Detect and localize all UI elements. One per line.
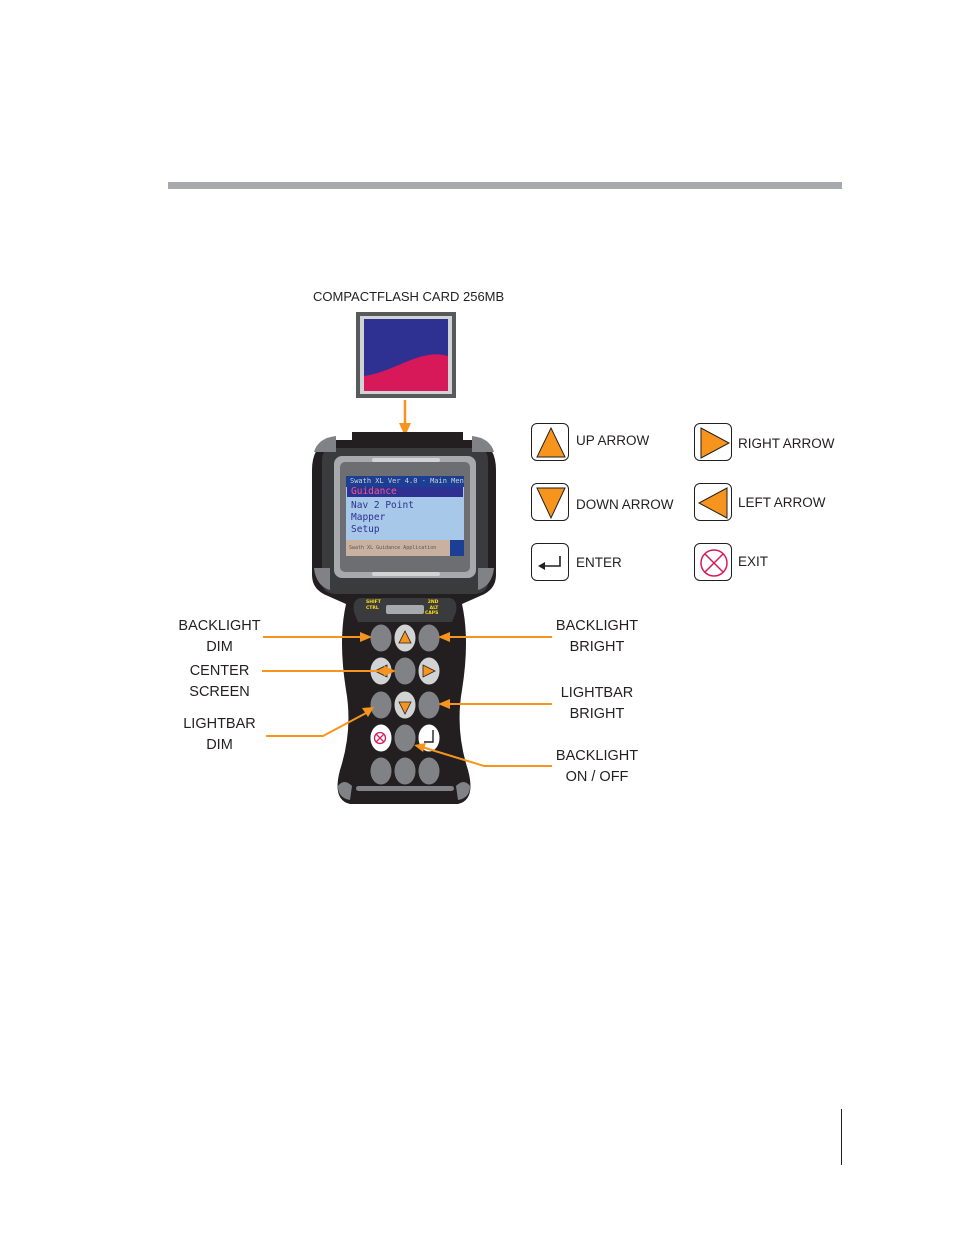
callout-lightbar-bright: LIGHTBAR BRIGHT <box>549 683 645 725</box>
callout-center-screen: CENTER SCREEN <box>172 661 267 703</box>
menu-item-nav-2-point[interactable]: Nav 2 Point <box>351 500 414 512</box>
enter-icon <box>532 544 570 582</box>
keypad <box>370 624 440 785</box>
callout-line: DIM <box>172 735 267 756</box>
callout-line: LIGHTBAR <box>172 714 267 735</box>
menu-item-guidance[interactable]: Guidance <box>351 487 397 497</box>
indicators-right: 2ND ALT CAPS <box>425 600 438 617</box>
callout-line: CENTER <box>172 661 267 682</box>
screen-status: Swath XL Guidance Application <box>349 542 449 554</box>
callout-line: BACKLIGHT <box>549 616 645 637</box>
legend-exit-label: EXIT <box>738 553 768 571</box>
indicator-shift: SHIFT <box>366 600 381 606</box>
callout-line: BACKLIGHT <box>549 746 645 767</box>
exit-icon <box>695 544 733 582</box>
legend-right-arrow-label: RIGHT ARROW <box>738 435 835 453</box>
callout-backlight-dim: BACKLIGHT DIM <box>172 616 267 658</box>
left-arrow-icon <box>695 484 733 522</box>
compactflash-card <box>356 312 456 398</box>
legend-down-arrow-label: DOWN ARROW <box>576 496 674 514</box>
up-arrow-icon <box>532 424 570 462</box>
menu-item-setup[interactable]: Setup <box>351 524 380 536</box>
callout-line: BRIGHT <box>549 704 645 725</box>
callout-line: ON / OFF <box>549 767 645 788</box>
callout-line: LIGHTBAR <box>549 683 645 704</box>
down-arrow-icon <box>532 484 570 522</box>
callout-backlight-bright: BACKLIGHT BRIGHT <box>549 616 645 658</box>
indicator-caps: CAPS <box>425 611 438 617</box>
callout-line: DIM <box>172 637 267 658</box>
legend-left-arrow-label: LEFT ARROW <box>738 494 826 512</box>
legend-left-arrow-key <box>694 483 732 521</box>
callout-line: SCREEN <box>172 682 267 703</box>
callout-line: BRIGHT <box>549 637 645 658</box>
indicator-ctrl: CTRL <box>366 606 381 612</box>
callout-line: BACKLIGHT <box>172 616 267 637</box>
right-arrow-icon <box>695 424 733 462</box>
callout-lightbar-dim: LIGHTBAR DIM <box>172 714 267 756</box>
legend-up-arrow-key <box>531 423 569 461</box>
legend-enter-key <box>531 543 569 581</box>
legend-right-arrow-key <box>694 423 732 461</box>
indicators-left: SHIFT CTRL <box>366 600 381 611</box>
legend-up-arrow-label: UP ARROW <box>576 432 649 450</box>
legend-enter-label: ENTER <box>576 554 622 572</box>
menu-item-mapper[interactable]: Mapper <box>351 512 385 524</box>
legend-down-arrow-key <box>531 483 569 521</box>
legend-exit-key <box>694 543 732 581</box>
callout-backlight-on-off: BACKLIGHT ON / OFF <box>549 746 645 788</box>
